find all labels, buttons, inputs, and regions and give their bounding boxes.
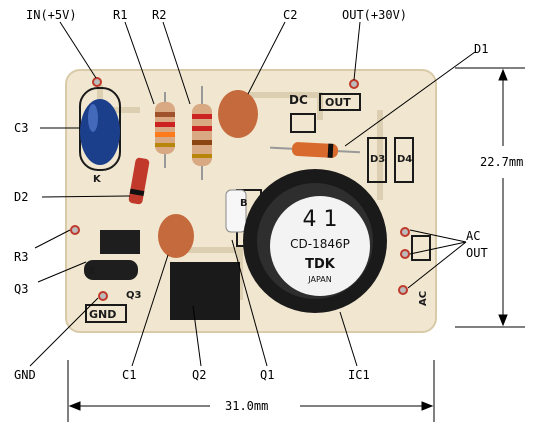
transformer-brand: TDK [305,257,336,272]
silk-d4: D4 [397,154,412,165]
label-ac: AC [466,229,481,243]
silk-e: E [89,266,96,277]
silk-d3: D3 [370,154,385,165]
label-r3: R3 [14,250,29,264]
resistor-r1 [155,92,175,168]
transformer-country: JAPAN [307,275,331,284]
label-d2: D2 [14,190,29,204]
label-r2: R2 [152,8,167,22]
silk-q3: Q3 [126,290,142,301]
transformer-part: CD-1846P [290,237,350,251]
label-q1: Q1 [260,368,275,382]
label-ac-out: OUT [466,246,488,260]
label-gnd: GND [14,368,36,382]
label-in: IN(+5V) [26,8,77,22]
diode-d1 [270,142,360,158]
dimension-lines [67,67,525,422]
resistor-r2 [192,86,212,180]
transformer-ic1: 4 1 CD-1846P TDK JAPAN [243,169,387,313]
transformer-digits: 4 1 [303,207,338,232]
dimension-height: 22.7mm [480,155,524,169]
silk-b: B [240,198,248,209]
transistor-q3 [100,230,140,254]
silk-gnd: GND [89,308,116,321]
transistor-q2 [170,262,240,320]
label-q2: Q2 [192,368,207,382]
silk-ac: AC [418,291,429,306]
leader-lines [29,21,476,367]
capacitor-c1 [158,214,194,258]
silk-dc: DC [289,93,308,107]
transistor-q1 [225,189,247,233]
label-q3: Q3 [14,282,29,296]
label-out: OUT(+30V) [342,8,408,22]
label-r1: R1 [113,8,128,22]
silk-out: OUT [325,96,351,109]
capacitor-c2 [218,90,258,138]
label-c3: C3 [14,121,29,135]
silk-k: K [93,174,102,185]
label-c1: C1 [122,368,137,382]
capacitor-c3 [80,99,120,165]
dimension-width: 31.0mm [225,399,269,413]
label-d1: D1 [474,42,489,56]
label-c2: C2 [283,8,298,22]
label-ic1: IC1 [348,368,370,382]
